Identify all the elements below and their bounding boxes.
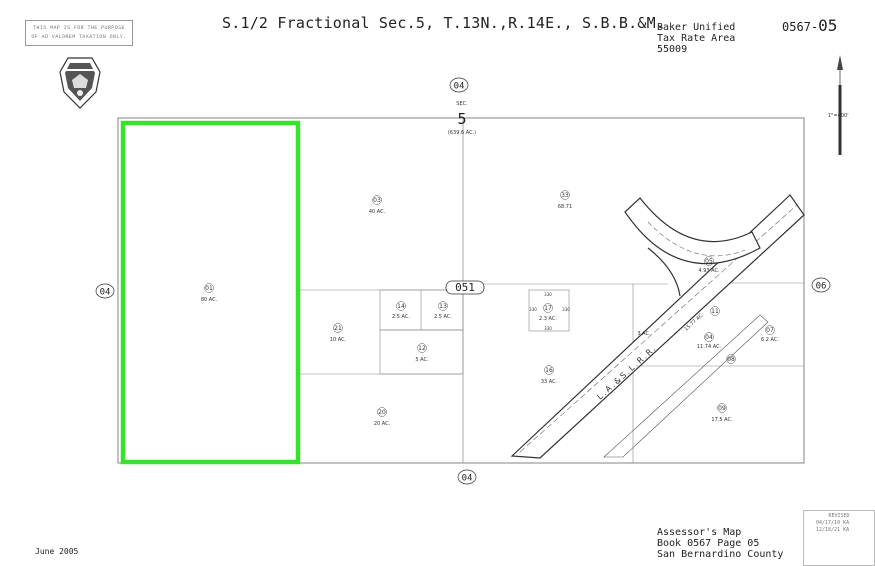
svg-text:330: 330: [529, 307, 537, 312]
parcel-16: 16 33 AC.: [541, 365, 558, 385]
svg-text:33: 33: [561, 192, 569, 199]
parcel-09: 09 17.5 AC.: [711, 403, 733, 423]
parcel-11: 11: [710, 306, 720, 316]
tax-rate-area-label: Tax Rate Area: [657, 33, 736, 44]
map-number-page: 05: [818, 16, 838, 35]
parcel-07: 07 6.2 AC.: [761, 325, 779, 343]
parcel-08: 08: [726, 354, 736, 364]
svg-text:20: 20: [378, 409, 386, 416]
section-boundary: [117, 117, 805, 464]
svg-text:08: 08: [727, 356, 735, 363]
disclaimer-line1: THIS MAP IS FOR THE PURPOSE: [33, 25, 125, 31]
svg-text:6.2 AC.: 6.2 AC.: [761, 337, 779, 343]
revised-date-1: 04/17/10 KA: [816, 520, 850, 526]
svg-text:80 AC.: 80 AC.: [201, 297, 218, 303]
disclaimer-box: THIS MAP IS FOR THE PURPOSE OF AD VALORE…: [25, 20, 133, 46]
svg-text:04: 04: [462, 474, 473, 484]
svg-text:01: 01: [205, 285, 213, 292]
map-title: S.1/2 Fractional Sec.5, T.13N.,R.14E., S…: [222, 14, 666, 32]
parcel-14: 14 2.5 AC.: [392, 301, 410, 320]
svg-text:2.5 AC.: 2.5 AC.: [434, 314, 452, 320]
scale-label: 1"=400': [828, 113, 849, 119]
svg-text:17: 17: [544, 305, 552, 312]
svg-text:4.93 AC.: 4.93 AC.: [698, 268, 720, 274]
svg-text:04: 04: [454, 82, 465, 92]
parcel-13: 13 2.5 AC.: [434, 301, 452, 320]
book-info: Assessor's Map Book 0567 Page 05 San Ber…: [657, 527, 783, 560]
adjacent-west: 04: [95, 283, 115, 299]
book-line2: Book 0567 Page 05: [657, 538, 760, 549]
parcel-21: 21 10 AC.: [330, 323, 347, 343]
svg-text:2.5 AC.: 2.5 AC.: [392, 314, 410, 320]
svg-text:06: 06: [816, 282, 827, 292]
svg-text:051: 051: [455, 281, 475, 294]
svg-text:5 AC.: 5 AC.: [415, 357, 429, 363]
map-number-prefix: 0567-: [782, 20, 819, 34]
highlight-parcel-01: [120, 120, 301, 465]
svg-text:16: 16: [545, 367, 553, 374]
svg-text:68.71: 68.71: [558, 204, 572, 210]
svg-text:09: 09: [718, 405, 726, 412]
svg-text:33 AC.: 33 AC.: [541, 379, 558, 385]
svg-text:20 AC.: 20 AC.: [374, 421, 391, 427]
svg-text:10 AC.: 10 AC.: [330, 337, 347, 343]
svg-text:40 AC.: 40 AC.: [369, 209, 386, 215]
map-date: June 2005: [35, 547, 79, 556]
section-label: SEC.: [456, 101, 468, 107]
block-number: 051: [445, 280, 485, 295]
svg-text:13: 13: [439, 303, 447, 310]
svg-text:330: 330: [544, 292, 552, 297]
svg-text:11.74 AC.: 11.74 AC.: [697, 344, 722, 350]
svg-text:330: 330: [562, 307, 570, 312]
tax-rate-area-number: 55009: [657, 44, 688, 55]
parcel-20: 20 20 AC.: [374, 407, 391, 427]
svg-text:05: 05: [705, 258, 713, 265]
adjacent-north: 04: [449, 77, 469, 93]
section-number: 5: [457, 110, 466, 128]
district-name: Baker Unified: [657, 22, 736, 33]
north-arrow-icon: [837, 55, 843, 155]
county-seal-icon: [59, 57, 101, 109]
svg-text:330: 330: [544, 326, 552, 331]
parcel-12: 12 5 AC.: [415, 343, 429, 363]
revised-title: REVISED: [828, 513, 850, 519]
svg-text:12: 12: [418, 345, 426, 352]
parcel-05: 05 4.93 AC.: [698, 256, 720, 274]
parcel-17: 17 2.3 AC. 330 330 330 330: [529, 292, 570, 331]
parcel-33: 33 68.71: [558, 190, 572, 210]
parcel-01: 01 80 AC.: [201, 283, 218, 303]
disclaimer-line2: OF AD VALOREM TAXATION ONLY.: [31, 34, 127, 40]
tax-district-info: Baker Unified Tax Rate Area 55009: [657, 22, 735, 55]
map-number: 0567-05: [782, 16, 837, 35]
book-line1: Assessor's Map: [657, 527, 742, 538]
parcel-03: 03 40 AC.: [369, 195, 386, 215]
adjacent-east: 06: [811, 277, 831, 293]
revised-box: REVISED 04/17/10 KA 12/18/21 KA: [803, 510, 875, 566]
svg-text:17.5 AC.: 17.5 AC.: [711, 417, 733, 423]
revised-date-2: 12/18/21 KA: [816, 527, 850, 533]
svg-text:11: 11: [711, 308, 719, 315]
parcel-04: 04 11.74 AC.: [697, 332, 722, 350]
svg-text:2.3 AC.: 2.3 AC.: [539, 316, 557, 322]
svg-text:04: 04: [100, 288, 111, 298]
svg-text:03: 03: [373, 197, 381, 204]
small-parcel-acres: 3 AC.: [637, 331, 651, 337]
adjacent-south: 04: [457, 469, 477, 485]
svg-text:07: 07: [766, 327, 774, 334]
section-acres: (639.6 AC.): [448, 130, 476, 136]
railroad-strip: L.A.&S.L.R.R. 15.77 AC.: [510, 194, 805, 459]
book-line3: San Bernardino County: [657, 549, 784, 560]
svg-text:21: 21: [334, 325, 342, 332]
svg-text:14: 14: [397, 303, 405, 310]
svg-text:04: 04: [705, 334, 713, 341]
parcel-17-boundary: [528, 289, 570, 332]
